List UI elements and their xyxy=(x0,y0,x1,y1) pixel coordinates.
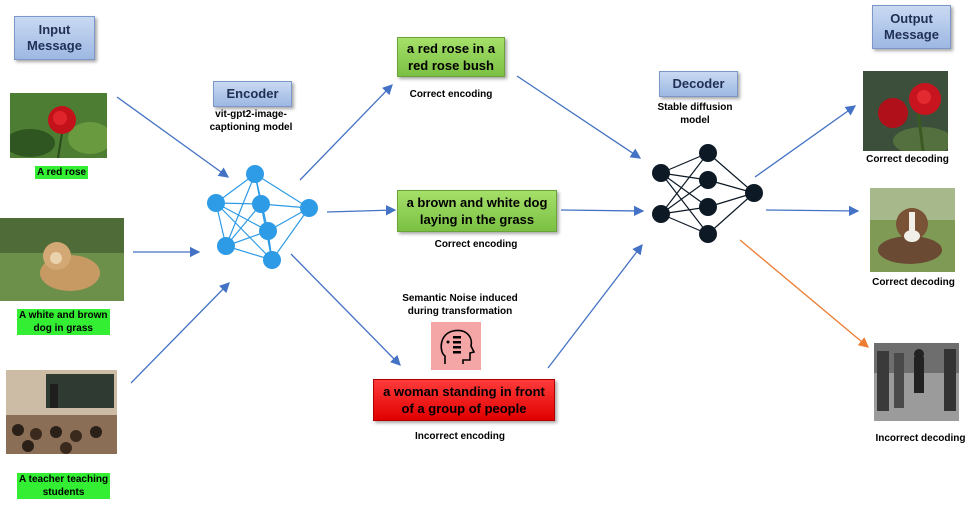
arrow-enc3-decoder xyxy=(547,243,643,369)
head-with-noise-icon xyxy=(431,322,481,370)
arrow-encoder-enc1 xyxy=(299,84,393,181)
input-label-teacher: A teacher teaching students xyxy=(17,473,111,499)
arrow-decoder-out2 xyxy=(765,205,860,217)
encoding-status-dog: Correct encoding xyxy=(434,239,518,250)
arrow-enc2-decoder xyxy=(560,205,645,217)
output-label-rose: Correct decoding xyxy=(866,154,949,165)
arrow-input1-encoder xyxy=(116,96,230,178)
classroom-photo xyxy=(6,370,117,454)
input-message-header: Input Message xyxy=(14,16,95,60)
encoding-box-dog: a brown and white dog laying in the gras… xyxy=(397,190,557,232)
arrow-encoder-enc2 xyxy=(326,205,397,216)
decoder-network-icon xyxy=(660,152,755,235)
decoded-dog-photo xyxy=(870,188,955,272)
arrow-enc1-decoder xyxy=(516,75,642,159)
decoder-model-label: Stable diffusion model xyxy=(657,102,733,126)
output-message-header: Output Message xyxy=(872,5,951,49)
output-label-people: Incorrect decoding xyxy=(875,433,966,444)
red-rose-photo xyxy=(10,93,107,158)
decoded-rose-photo xyxy=(863,71,948,151)
encoding-box-rose: a red rose in a red rose bush xyxy=(397,37,505,77)
encoding-status-woman: Incorrect encoding xyxy=(414,431,505,442)
dog-in-grass-photo xyxy=(0,218,124,301)
decoded-people-photo xyxy=(874,343,959,421)
encoding-status-rose: Correct encoding xyxy=(409,89,493,100)
decoder-header: Decoder xyxy=(659,71,738,97)
arrow-decoder-out3 xyxy=(739,239,869,348)
semantic-noise-label: Semantic Noise induced during transforma… xyxy=(402,293,518,317)
input-label-rose: A red rose xyxy=(35,166,89,179)
output-label-dog: Correct decoding xyxy=(872,277,955,288)
encoding-box-woman: a woman standing in front of a group of … xyxy=(373,379,555,421)
input-label-dog: A white and brown dog in grass xyxy=(17,309,110,335)
encoder-model-label: vit-gpt2-image- captioning model xyxy=(209,109,293,133)
arrow-encoder-enc3 xyxy=(290,253,401,366)
arrow-input3-encoder xyxy=(130,282,230,384)
arrow-decoder-out1 xyxy=(754,105,857,178)
encoder-header: Encoder xyxy=(213,81,292,107)
